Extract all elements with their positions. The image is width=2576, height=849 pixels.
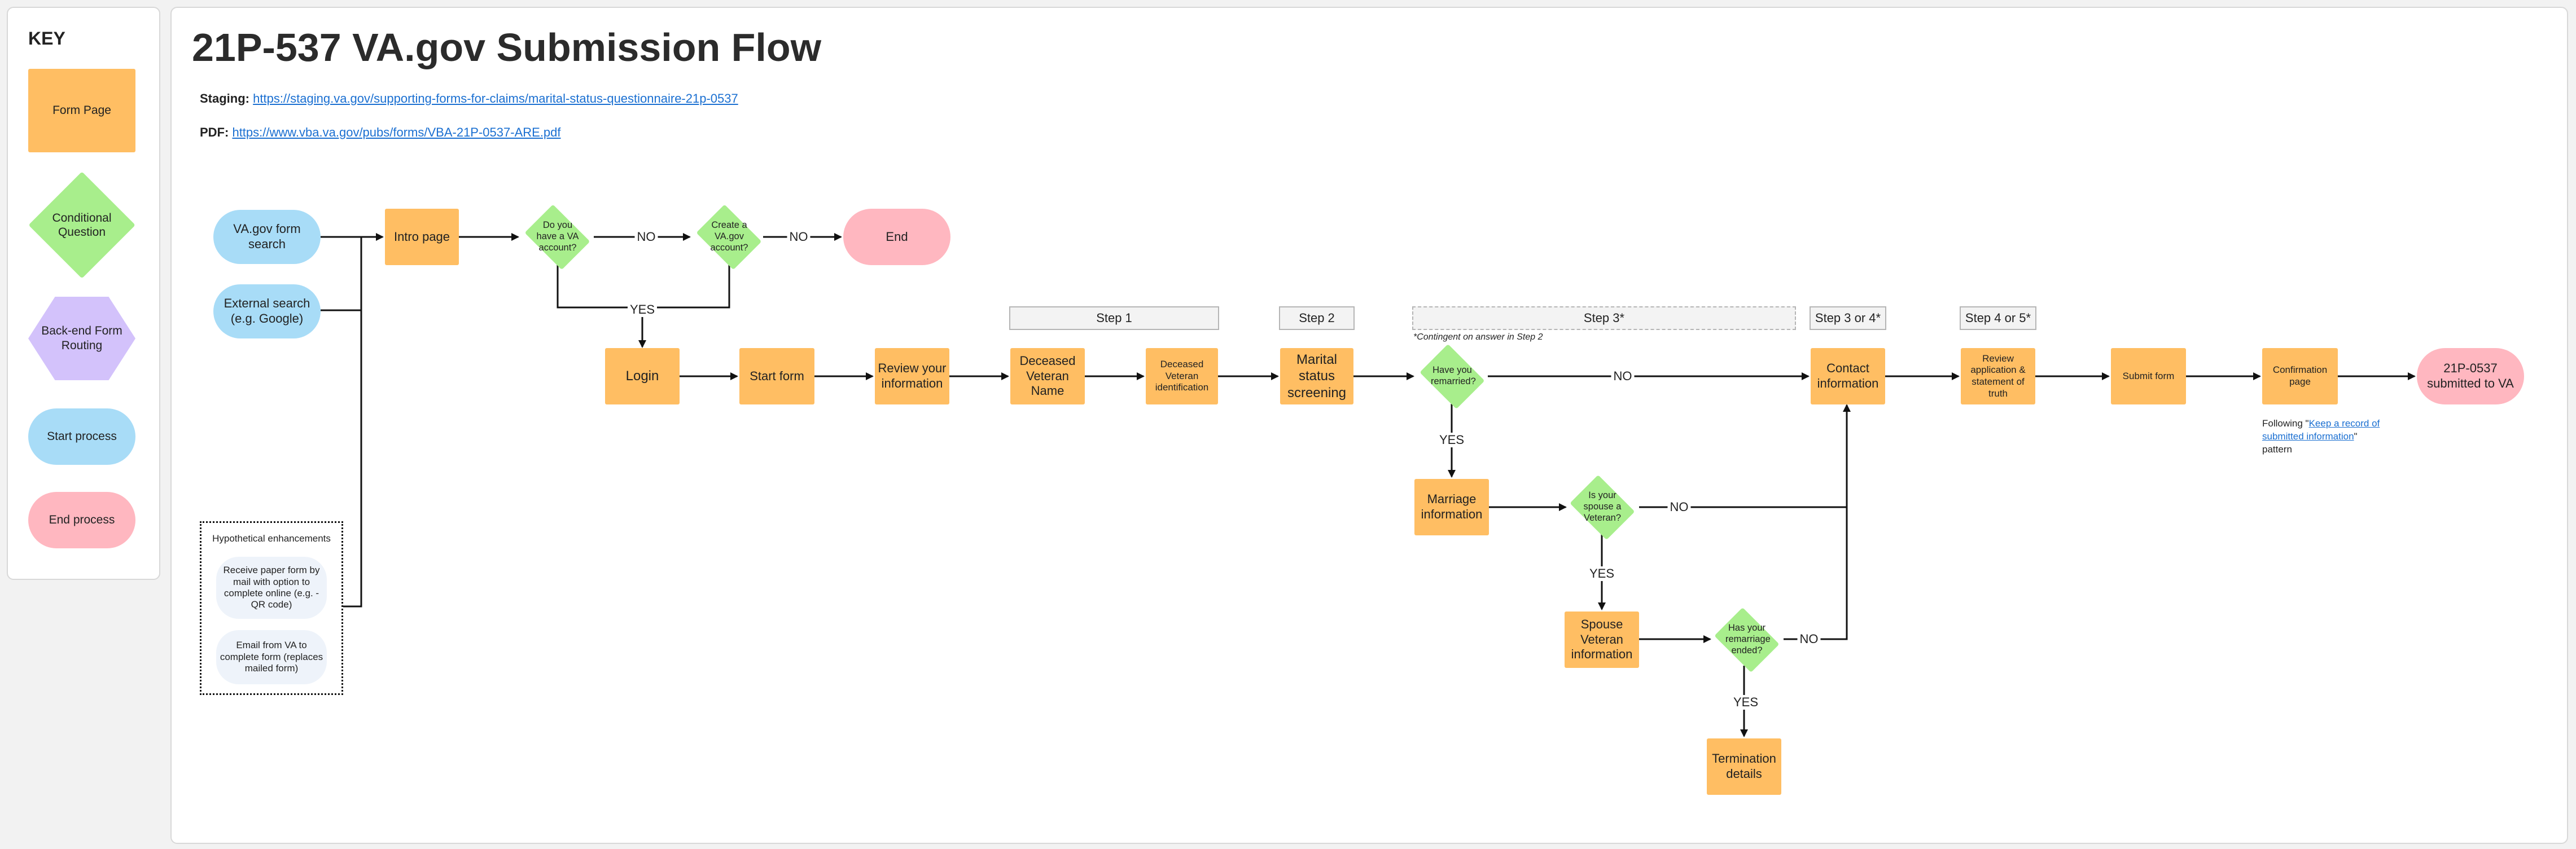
confirmation-note-suffix: " pattern xyxy=(2262,430,2358,455)
step-1-header: Step 1 xyxy=(1009,306,1219,330)
pdf-line: PDF: https://www.vba.va.gov/pubs/forms/V… xyxy=(200,125,561,140)
key-conditional-question: Conditional Question xyxy=(28,171,135,279)
keep-a-record-link[interactable]: Keep a record of submitted information xyxy=(2262,418,2380,442)
node-marital-status-screening: Marital status screening xyxy=(1280,348,1353,404)
label-no-remarriage-ended: NO xyxy=(1797,632,1821,646)
label-yes-remarriage-ended: YES xyxy=(1731,695,1761,710)
node-submitted-to-va: 21P-0537 submitted to VA xyxy=(2417,348,2524,404)
node-marriage-information: Marriage information xyxy=(1414,479,1489,535)
pdf-label: PDF: xyxy=(200,125,229,139)
step-4-or-5-header: Step 4 or 5* xyxy=(1960,306,2036,330)
node-intro-page: Intro page xyxy=(385,209,459,265)
node-has-va-account: Do you have a VA account? xyxy=(520,209,595,265)
node-spouse-veteran-information: Spouse Veteran information xyxy=(1565,612,1639,668)
pdf-link[interactable]: https://www.vba.va.gov/pubs/forms/VBA-21… xyxy=(232,125,561,139)
page-title: 21P-537 VA.gov Submission Flow xyxy=(192,25,822,69)
node-review-your-information: Review your information xyxy=(875,348,949,404)
key-start-process: Start process xyxy=(28,408,135,465)
node-login: Login xyxy=(605,348,680,404)
staging-label: Staging: xyxy=(200,91,249,105)
hypothetical-item-email: Email from VA to complete form (replaces… xyxy=(216,630,327,684)
key-title: KEY xyxy=(28,28,65,49)
key-panel: KEY Form Page Conditional Question Back-… xyxy=(7,7,160,580)
staging-link[interactable]: https://staging.va.gov/supporting-forms-… xyxy=(253,91,738,105)
label-yes-remarried: YES xyxy=(1436,433,1467,447)
node-confirmation-page: Confirmation page xyxy=(2262,348,2338,404)
step-3-header: Step 3* xyxy=(1412,306,1796,330)
key-end-process: End process xyxy=(28,492,135,548)
node-submit-form: Submit form xyxy=(2111,348,2186,404)
node-deceased-veteran-name: Deceased Veteran Name xyxy=(1010,348,1085,404)
key-backend-routing: Back-end Form Routing xyxy=(28,297,135,380)
node-create-va-account: Create a VA.gov account? xyxy=(692,209,766,265)
step-3-note: *Contingent on answer in Step 2 xyxy=(1413,332,1543,342)
staging-line: Staging: https://staging.va.gov/supporti… xyxy=(200,91,738,106)
node-contact-information: Contact information xyxy=(1811,348,1885,404)
node-deceased-veteran-identification: Deceased Veteran identification xyxy=(1146,348,1218,404)
node-have-you-remarried: Have you remarried? xyxy=(1416,348,1489,404)
node-termination-details: Termination details xyxy=(1707,738,1781,795)
node-vagov-form-search: VA.gov form search xyxy=(213,210,321,264)
label-no-create-account: NO xyxy=(787,230,811,244)
hypothetical-item-paper-form: Receive paper form by mail with option t… xyxy=(216,557,327,619)
hypothetical-enhancements-box: Hypothetical enhancements Receive paper … xyxy=(200,521,343,695)
node-external-search: External search (e.g. Google) xyxy=(213,284,321,338)
label-no-spouse-veteran: NO xyxy=(1667,500,1691,514)
label-yes-login: YES xyxy=(627,302,658,317)
confirmation-note: Following "Keep a record of submitted in… xyxy=(2262,417,2386,456)
node-review-application: Review application & statement of truth xyxy=(1961,348,2035,404)
label-yes-spouse-veteran: YES xyxy=(1587,566,1617,581)
hypothetical-title: Hypothetical enhancements xyxy=(212,533,331,544)
node-end: End xyxy=(843,209,950,265)
key-form-page: Form Page xyxy=(28,69,135,152)
node-start-form: Start form xyxy=(739,348,814,404)
confirmation-note-prefix: Following " xyxy=(2262,418,2309,429)
label-no-has-account: NO xyxy=(634,230,658,244)
label-no-remarried: NO xyxy=(1611,369,1635,384)
step-2-header: Step 2 xyxy=(1279,306,1355,330)
diagram-canvas xyxy=(170,7,2568,844)
node-spouse-is-veteran: Is your spouse a Veteran? xyxy=(1566,479,1639,535)
step-3-or-4-header: Step 3 or 4* xyxy=(1810,306,1886,330)
node-remarriage-ended: Has your remarriage ended? xyxy=(1710,612,1784,668)
